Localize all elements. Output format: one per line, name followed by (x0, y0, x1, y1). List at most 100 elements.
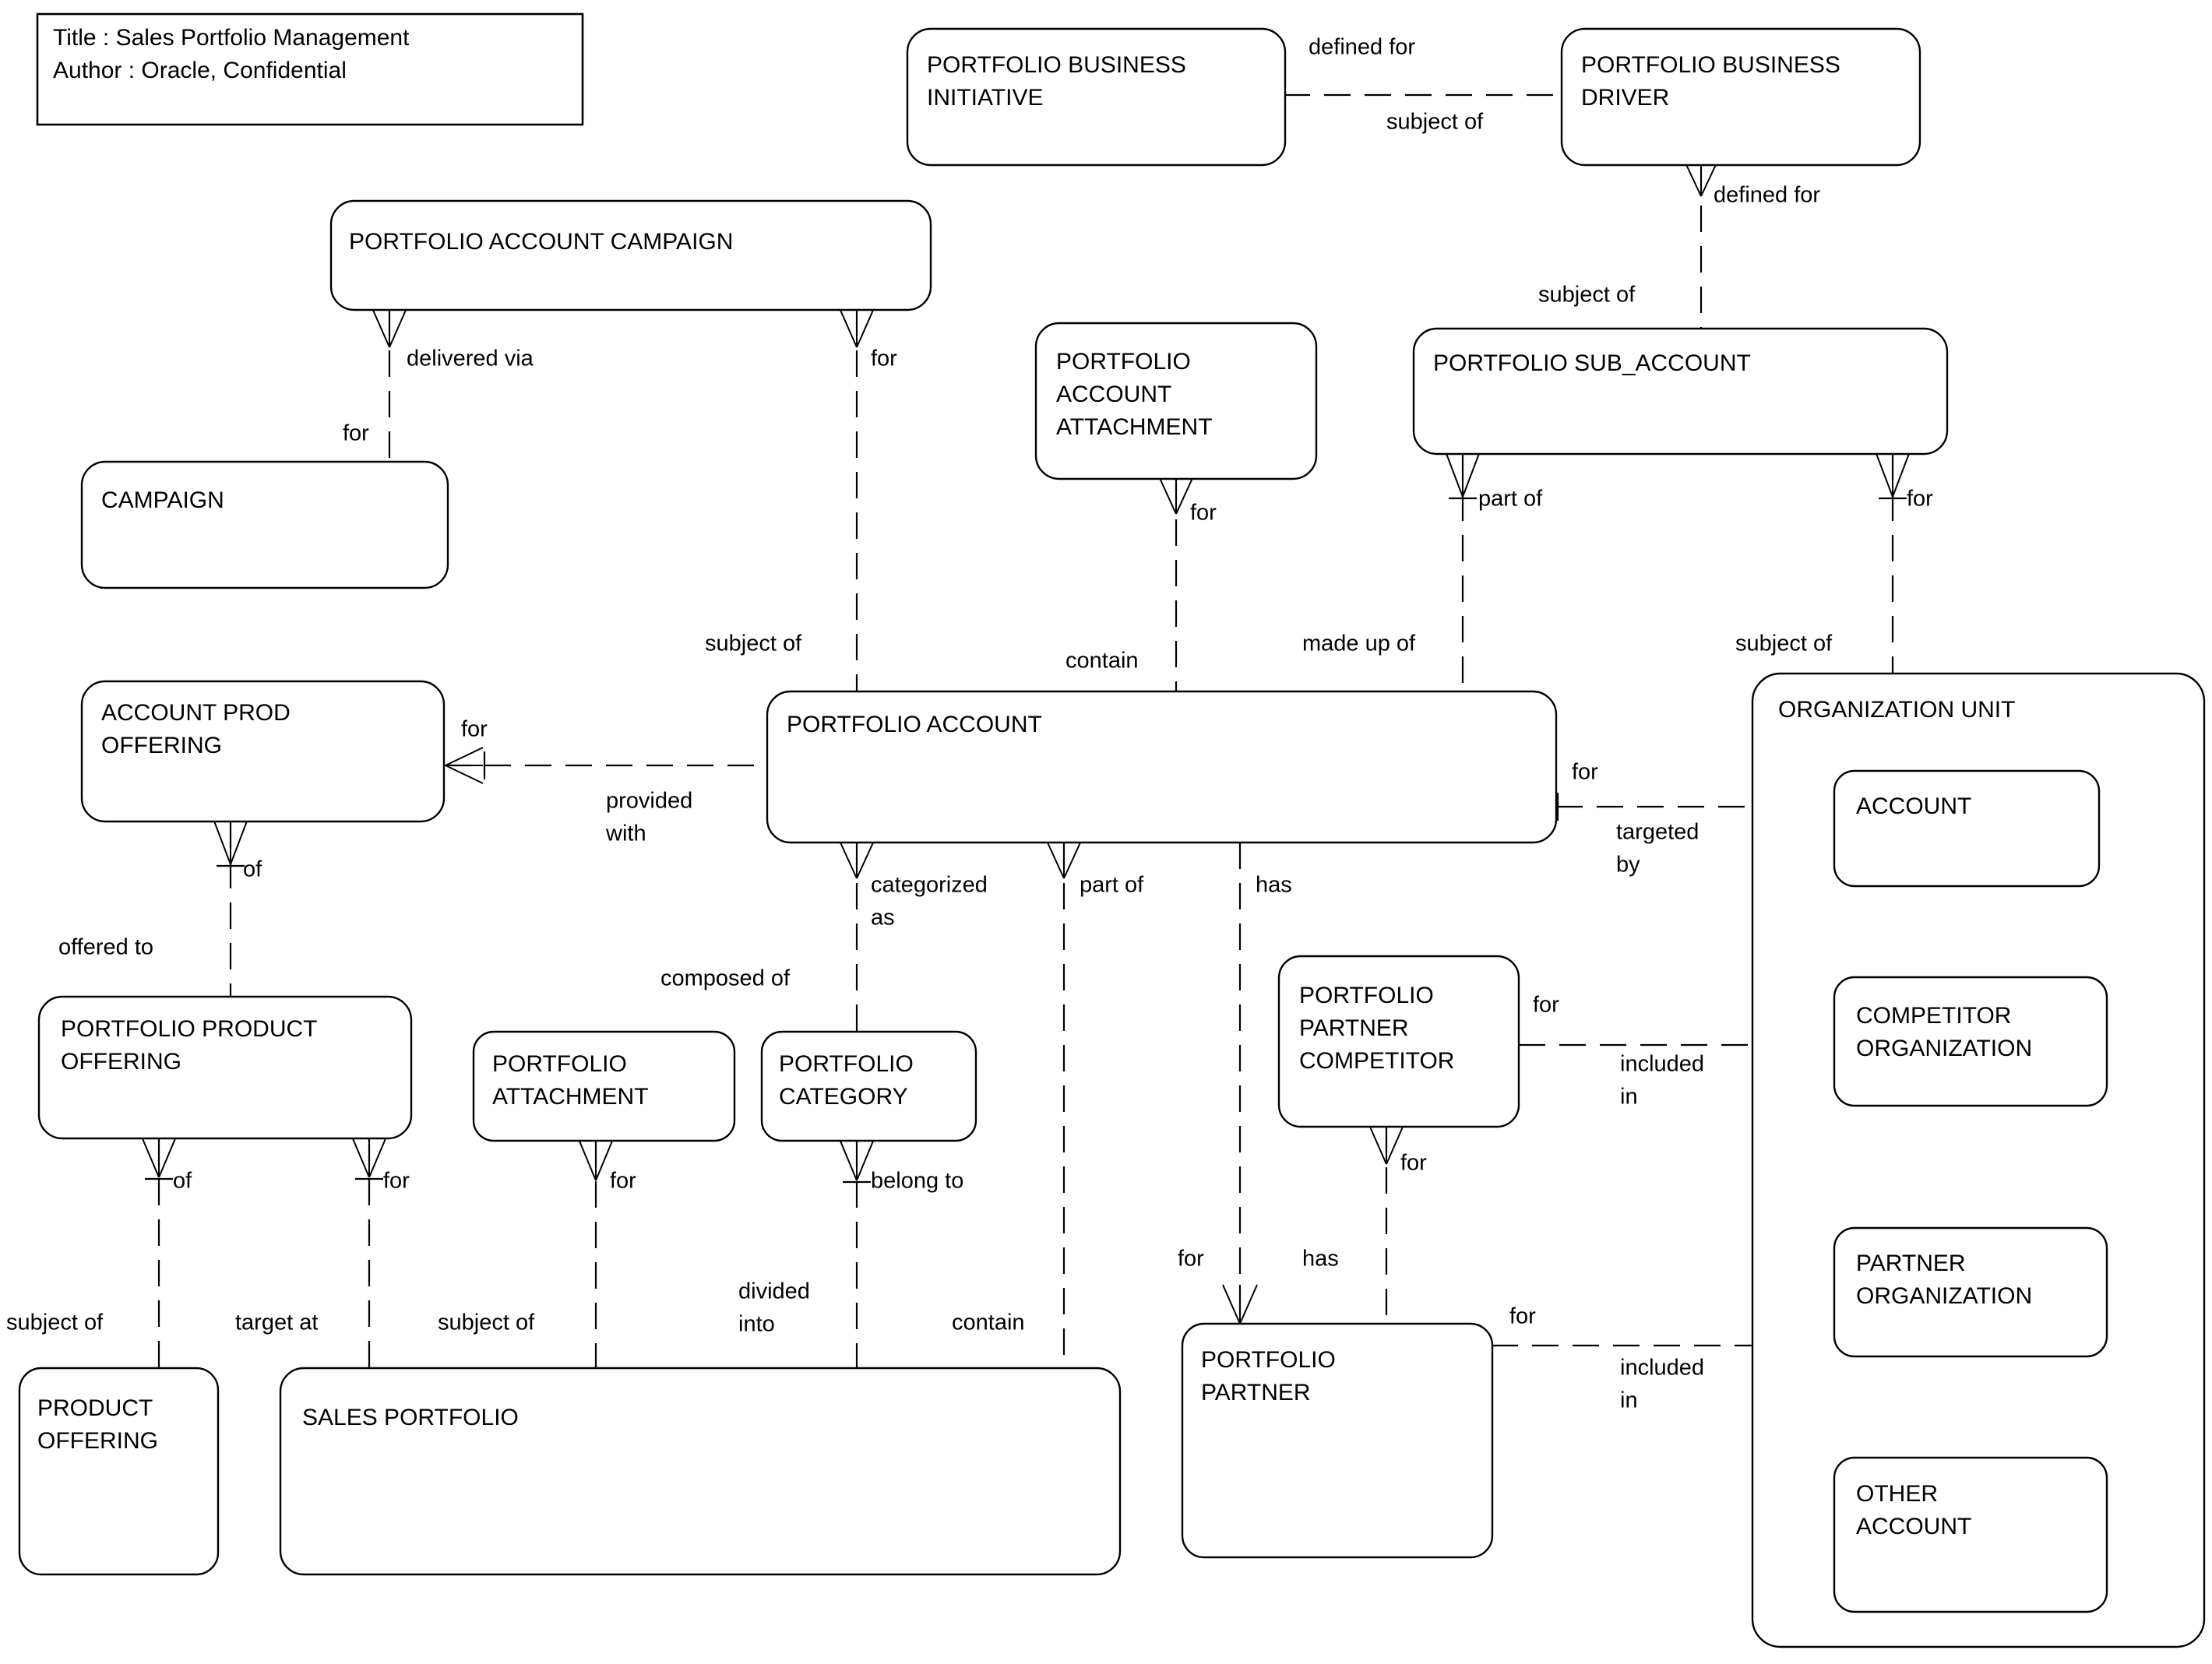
entity-portfolio-account[interactable] (766, 690, 1558, 844)
entity-portfolio-partner-competitor[interactable] (1277, 955, 1520, 1128)
entity-label-pattach-2: ATTACHMENT (492, 1084, 649, 1110)
entity-account[interactable] (1833, 769, 2101, 888)
rel-label-categorized-as-1: categorized (871, 873, 988, 898)
rel-label-contain-sp: contain (952, 1310, 1025, 1335)
rel-label-for-apo: for (461, 717, 488, 742)
entity-campaign[interactable] (80, 460, 449, 589)
entity-label-ppc-1: PORTFOLIO (1299, 983, 1434, 1008)
entity-portfolio-sub-account[interactable] (1412, 327, 1949, 456)
entity-portfolio-business-driver[interactable] (1560, 27, 1921, 167)
rel-label-for-campaign: for (343, 421, 369, 446)
entity-portfolio-partner[interactable] (1181, 1322, 1494, 1559)
rel-label-targeted-by-2: by (1616, 853, 1640, 878)
title-line: Title : Sales Portfolio Management (53, 25, 410, 51)
rel-label-part-of-pa: part of (1080, 873, 1144, 898)
entity-label-pbd-1: PORTFOLIO BUSINESS (1581, 52, 1840, 78)
entity-label-apo-1: ACCOUNT PROD (101, 700, 291, 726)
entity-label-pp-1: PORTFOLIO (1201, 1347, 1336, 1373)
rel-label-divided-into-2: into (738, 1312, 775, 1337)
crowfoot-ppo-left (141, 1136, 177, 1178)
entity-label-ppc-3: COMPETITOR (1299, 1048, 1454, 1074)
crowfoot-category-down (839, 1138, 875, 1181)
entity-portfolio-attachment[interactable] (472, 1030, 736, 1142)
crowfoot-ppo-right (351, 1136, 387, 1178)
entity-label-other-account-1: OTHER (1856, 1481, 1938, 1507)
entity-label-paa-1: PORTFOLIO (1056, 349, 1191, 375)
rel-label-offered-to: offered to (58, 935, 153, 960)
entity-label-prodoff-2: OFFERING (37, 1428, 158, 1454)
entity-label-sales-portfolio: SALES PORTFOLIO (302, 1405, 519, 1430)
entity-label-portfolio-sub-account: PORTFOLIO SUB_ACCOUNT (1433, 350, 1751, 376)
rel-label-targeted-by-1: targeted (1616, 820, 1699, 845)
entity-portfolio-category[interactable] (760, 1030, 977, 1142)
entity-portfolio-business-initiative[interactable] (906, 27, 1287, 167)
entity-portfolio-account-attachment[interactable] (1034, 322, 1318, 480)
entity-portfolio-account-campaign[interactable] (329, 199, 932, 311)
entity-label-competitor-organization-2: ORGANIZATION (1856, 1036, 2032, 1061)
entity-label-apo-2: OFFERING (101, 733, 222, 758)
entity-label-partner-organization-2: ORGANIZATION (1856, 1283, 2032, 1309)
entity-label-portfolio-account-campaign: PORTFOLIO ACCOUNT CAMPAIGN (349, 229, 733, 255)
rel-label-has-pa: has (1256, 873, 1292, 898)
rel-label-for-pa-right: for (1572, 760, 1598, 785)
entity-label-pbi-1: PORTFOLIO BUSINESS (927, 52, 1186, 78)
rel-label-for-sub-right: for (1907, 487, 1933, 512)
entity-competitor-organization[interactable] (1833, 976, 2108, 1107)
rel-label-belong-to: belong to (871, 1169, 963, 1194)
rel-label-has-pp: has (1302, 1247, 1339, 1272)
entity-label-pcat-2: CATEGORY (779, 1084, 908, 1110)
entity-label-campaign: CAMPAIGN (101, 487, 224, 513)
entity-label-ppc-2: PARTNER (1299, 1015, 1409, 1041)
entity-label-prodoff-1: PRODUCT (37, 1395, 153, 1421)
entity-partner-organization[interactable] (1833, 1226, 2108, 1358)
rel-label-subject-of-2: subject of (1538, 283, 1636, 308)
entity-label-account: ACCOUNT (1856, 793, 1971, 819)
rel-label-for-ppc-right: for (1533, 993, 1559, 1018)
crowfoot-subaccount-right (1875, 451, 1911, 498)
entity-account-prod-offering[interactable] (80, 680, 446, 823)
entity-organization-unit[interactable] (1751, 672, 2206, 1648)
rel-label-contain-paa: contain (1065, 649, 1139, 674)
crowfoot-ppc-down (1368, 1124, 1404, 1165)
crowfoot-apo-right (445, 747, 484, 784)
crowfoot-pattach-down (578, 1138, 614, 1181)
rel-label-defined-for-2: defined for (1714, 183, 1820, 208)
rel-label-subject-of-1: subject of (1386, 110, 1484, 135)
rel-label-included-in-2b: in (1620, 1388, 1638, 1413)
entity-label-pbd-2: DRIVER (1581, 85, 1669, 111)
entity-label-ppo-1: PORTFOLIO PRODUCT (61, 1016, 317, 1042)
rel-label-made-up-of: made up of (1302, 631, 1416, 656)
rel-label-categorized-as-2: as (871, 906, 895, 931)
entity-label-partner-organization-1: PARTNER (1856, 1251, 1966, 1276)
crowfoot-partner-top (1222, 1284, 1258, 1325)
rel-label-for-ppc-down: for (1400, 1151, 1427, 1176)
entity-other-account[interactable] (1833, 1456, 2108, 1613)
entity-label-other-account-2: ACCOUNT (1856, 1514, 1971, 1539)
rel-label-subject-of-org: subject of (1735, 631, 1833, 656)
rel-label-provided-with-2: with (605, 821, 646, 846)
entity-label-pattach-1: PORTFOLIO (492, 1051, 627, 1077)
entity-product-offering[interactable] (18, 1367, 220, 1576)
entity-sales-portfolio[interactable] (279, 1367, 1122, 1576)
rel-label-for-pp-right: for (1509, 1304, 1536, 1329)
rel-label-part-of-sub: part of (1478, 487, 1543, 512)
crowfoot-account-categorized (839, 840, 875, 879)
entity-label-pp-2: PARTNER (1201, 1380, 1311, 1405)
rel-label-composed-of: composed of (660, 966, 791, 991)
rel-label-included-in-1a: included (1620, 1052, 1704, 1077)
rel-label-target-at: target at (235, 1310, 318, 1335)
entity-label-portfolio-account: PORTFOLIO ACCOUNT (787, 712, 1042, 737)
crowfoot-pac-right (839, 308, 875, 348)
rel-label-subject-of-pattach: subject of (438, 1310, 535, 1335)
entity-portfolio-product-offering[interactable] (37, 995, 413, 1140)
rel-label-defined-for-1: defined for (1309, 35, 1415, 60)
rel-label-included-in-1b: in (1620, 1085, 1638, 1110)
rel-label-delivered-via: delivered via (407, 347, 534, 371)
title-block-border (36, 12, 584, 126)
entity-label-paa-3: ATTACHMENT (1056, 414, 1213, 440)
rel-label-for-pac-right: for (871, 347, 897, 371)
rel-label-for-pp-left: for (1178, 1247, 1204, 1272)
entity-label-pbi-2: INITIATIVE (927, 85, 1043, 111)
